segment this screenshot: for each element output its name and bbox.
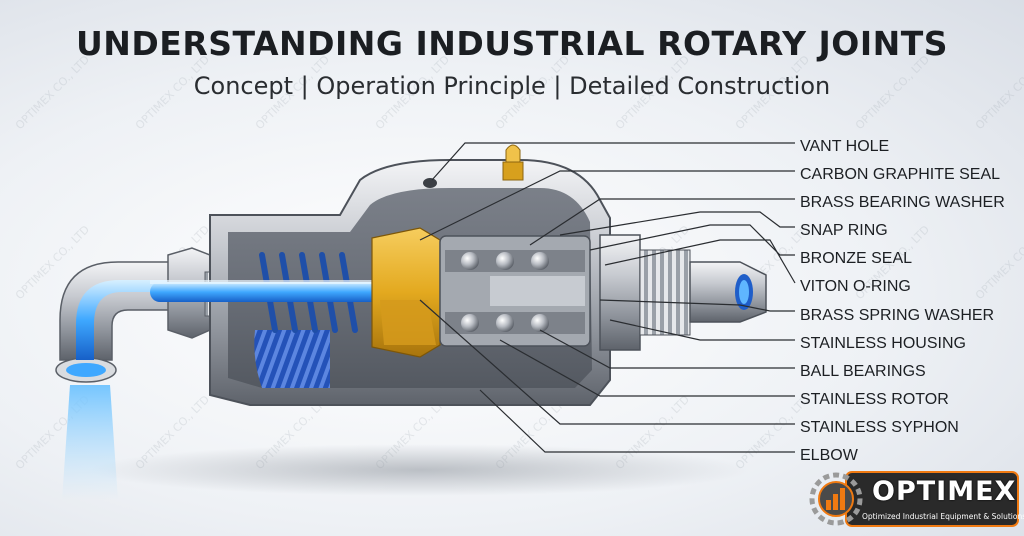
ball-bearing bbox=[461, 314, 479, 332]
part-label: STAINLESS HOUSING bbox=[800, 334, 966, 352]
part-label: BRASS SPRING WASHER bbox=[800, 306, 995, 324]
ball-bearing bbox=[461, 252, 479, 270]
leader-lines bbox=[419, 142, 796, 453]
part-label: STAINLESS SYPHON bbox=[800, 418, 959, 436]
ball-bearing bbox=[496, 314, 514, 332]
brand-name: OPTIMEX bbox=[872, 476, 1017, 507]
elbow-part bbox=[55, 261, 176, 383]
ball-bearing bbox=[531, 252, 549, 270]
floor-shadow bbox=[90, 444, 750, 496]
part-label: CARBON GRAPHITE SEAL bbox=[800, 166, 1001, 184]
ball-bearing bbox=[531, 314, 549, 332]
part-label: BRONZE SEAL bbox=[800, 250, 913, 268]
leader-line bbox=[539, 329, 795, 369]
part-label: BRASS BEARING WASHER bbox=[800, 194, 1005, 212]
grease-fitting bbox=[502, 144, 524, 181]
rotor bbox=[439, 235, 591, 347]
part-label: STAINLESS ROTOR bbox=[800, 390, 949, 408]
part-label: VANT HOLE bbox=[800, 138, 890, 155]
vent-hole bbox=[423, 178, 437, 188]
bronze-seal bbox=[380, 300, 436, 345]
leader-line bbox=[609, 319, 795, 341]
part-label: SNAP RING bbox=[800, 222, 888, 240]
part-label: ELBOW bbox=[800, 447, 858, 465]
leader-line bbox=[599, 299, 795, 312]
leader-line bbox=[431, 142, 795, 181]
leader-line bbox=[479, 389, 795, 453]
brand-logo: OPTIMEX Optimized Industrial Equipment &… bbox=[806, 468, 1024, 530]
brand-tagline: Optimized Industrial Equipment & Solutio… bbox=[862, 512, 1024, 521]
logo-badge-icon bbox=[809, 471, 1019, 527]
ball-bearing bbox=[496, 252, 514, 270]
leader-line bbox=[499, 339, 795, 397]
part-label: VITON O-RING bbox=[800, 278, 911, 296]
leader-line bbox=[604, 239, 796, 284]
page-title: UNDERSTANDING INDUSTRIAL ROTARY JOINTS bbox=[75, 24, 949, 63]
part-label: BALL BEARINGS bbox=[800, 362, 926, 380]
leader-line bbox=[419, 299, 795, 425]
leader-line bbox=[589, 224, 795, 256]
page-subtitle: Concept | Operation Principle | Detailed… bbox=[193, 72, 831, 100]
outlet-shaft bbox=[599, 234, 767, 351]
leader-line bbox=[529, 198, 795, 246]
leader-line bbox=[419, 170, 795, 241]
leader-line bbox=[559, 211, 795, 236]
water-jet bbox=[62, 385, 118, 500]
parts-label-list: VANT HOLE CARBON GRAPHITE SEAL BRASS BEA… bbox=[800, 133, 1005, 470]
